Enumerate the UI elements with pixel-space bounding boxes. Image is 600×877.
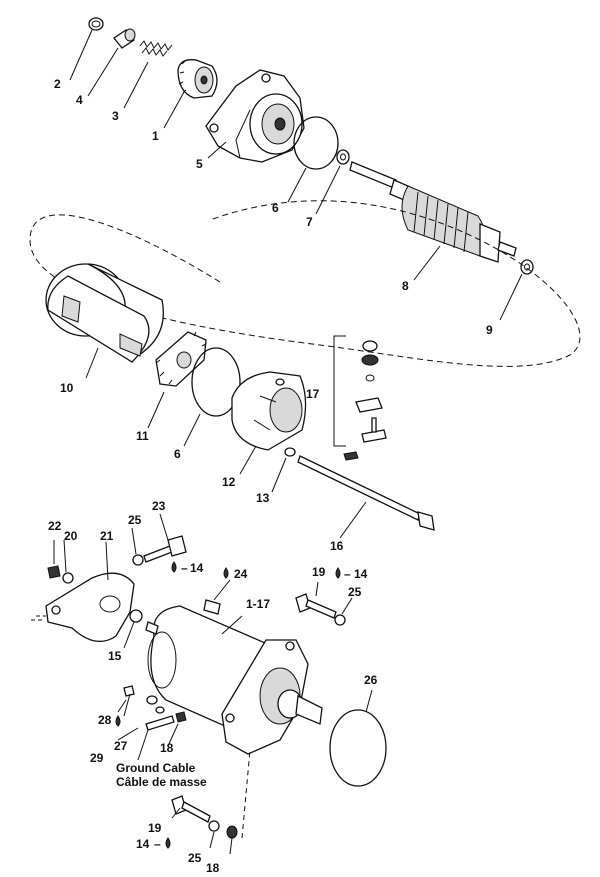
label-14-b: 14 — [354, 567, 368, 581]
part-1-17-starter-assembly — [145, 599, 323, 755]
part-6-o-ring-top — [293, 116, 339, 170]
part-4-sleeve — [113, 28, 136, 49]
label-14-dash: – — [154, 837, 161, 851]
part-15-washer — [129, 609, 143, 623]
label-3: 3 — [112, 109, 119, 123]
part-19-bolt-lower — [171, 795, 211, 823]
label-4: 4 — [76, 93, 83, 107]
callout-14-c: 14 – — [136, 837, 171, 851]
part-26-o-ring-large — [329, 709, 387, 787]
part-18-nut-lower — [226, 825, 238, 839]
part-13-o-ring-small — [284, 447, 296, 457]
part-25-washer-b — [334, 614, 346, 626]
label-23: 23 — [152, 499, 166, 513]
label-10: 10 — [60, 381, 74, 395]
label-15: 15 — [108, 649, 122, 663]
part-19-bolt-upper — [295, 593, 337, 619]
label-1-17: 1-17 — [246, 597, 270, 611]
ground-cable-caption-fr: Câble de masse — [116, 775, 207, 789]
label-24: 24 — [234, 567, 248, 581]
label-13: 13 — [256, 491, 270, 505]
label-14-dash: – — [181, 561, 188, 575]
label-6-middle: 6 — [174, 447, 181, 461]
label-9: 9 — [486, 323, 493, 337]
part-1-drive-pinion — [177, 59, 218, 99]
label-18-lower: 18 — [206, 861, 220, 875]
part-28-screw — [123, 685, 135, 717]
drop-icon — [165, 837, 171, 849]
label-14-c: 14 — [136, 837, 150, 851]
label-2: 2 — [54, 77, 61, 91]
label-25-a: 25 — [128, 513, 142, 527]
label-5: 5 — [196, 157, 203, 171]
part-21-mounting-bracket — [36, 572, 135, 643]
part-25-washer-a — [132, 554, 144, 566]
callout-14-b: – 14 — [335, 567, 368, 581]
part-5-drive-housing — [205, 69, 305, 163]
part-9-washer — [520, 259, 534, 275]
part-10-frame — [45, 263, 164, 363]
label-29: 29 — [90, 751, 104, 765]
assembly-dashed-loop — [29, 200, 581, 367]
part-3-spring — [139, 40, 173, 57]
part-17-terminal-kit — [333, 335, 387, 461]
label-22: 22 — [48, 519, 62, 533]
part-20-washer — [62, 572, 74, 584]
label-27: 27 — [114, 739, 128, 753]
callout-14-a: – 14 — [171, 561, 204, 575]
ground-cable — [145, 715, 175, 731]
part-8-armature — [349, 161, 517, 263]
part-11-brush-plate — [155, 331, 207, 387]
label-7: 7 — [306, 215, 313, 229]
label-1: 1 — [152, 129, 159, 143]
part-7-washer — [336, 149, 350, 165]
label-16: 16 — [330, 539, 344, 553]
ground-cable-caption-en: Ground Cable — [116, 761, 196, 775]
label-28: 28 — [98, 713, 112, 727]
label-19-upper: 19 — [312, 565, 326, 579]
drop-icon — [171, 561, 177, 573]
label-21: 21 — [100, 529, 114, 543]
callout-24: 24 — [223, 567, 248, 581]
label-12: 12 — [222, 475, 236, 489]
label-8: 8 — [402, 279, 409, 293]
label-25-b: 25 — [348, 585, 362, 599]
part-23-bolt — [143, 535, 187, 563]
leader-lines — [30, 29, 523, 855]
part-25-washer-c — [208, 820, 220, 832]
label-19-lower: 19 — [148, 821, 162, 835]
part-27-washer — [146, 695, 165, 714]
part-2-circlip — [88, 17, 104, 31]
part-16-through-bolt — [297, 455, 435, 531]
label-26: 26 — [364, 673, 378, 687]
part-12-end-cap — [231, 371, 307, 451]
part-6-o-ring-middle — [191, 347, 241, 417]
label-6-top: 6 — [272, 201, 279, 215]
label-14-a: 14 — [190, 561, 204, 575]
label-17: 17 — [306, 387, 320, 401]
part-22-nut — [47, 565, 61, 579]
drop-icon — [223, 567, 229, 579]
drop-icon — [335, 567, 341, 579]
label-14-dash: – — [344, 567, 351, 581]
label-11: 11 — [136, 429, 149, 443]
drop-icon — [115, 715, 121, 727]
part-18-nut-upper — [175, 711, 187, 723]
label-20: 20 — [64, 529, 78, 543]
label-25-c: 25 — [188, 851, 202, 865]
label-18-upper: 18 — [160, 741, 174, 755]
